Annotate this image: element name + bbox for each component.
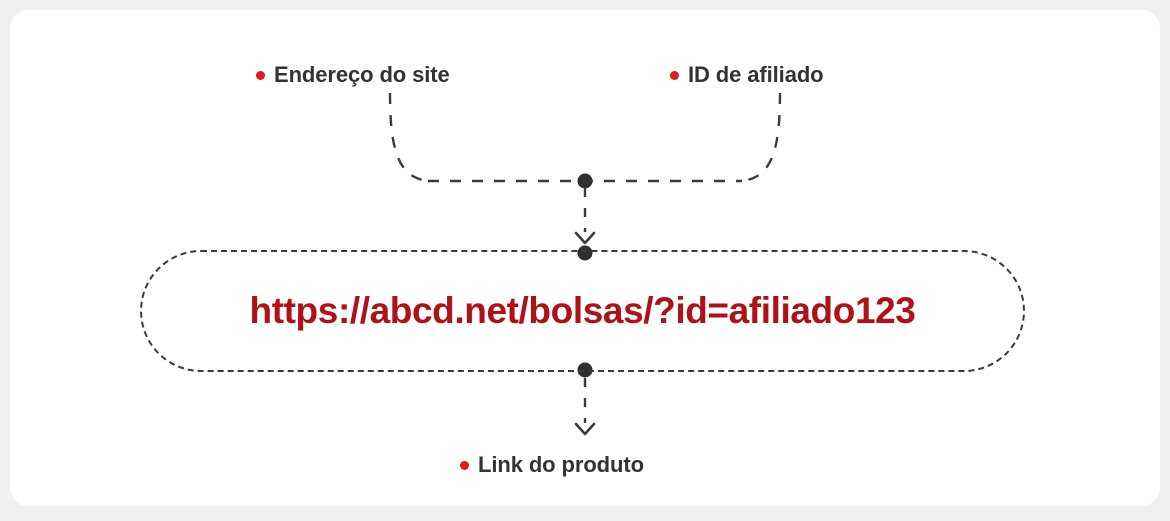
- connector-site-curve: [388, 92, 434, 183]
- arrow-head-to-box: [574, 231, 596, 245]
- label-affiliate-id-text: ID de afiliado: [688, 62, 824, 87]
- label-product-link: Link do produto: [460, 452, 644, 478]
- bullet-icon: [670, 70, 679, 80]
- bullet-icon: [460, 460, 469, 470]
- bullet-icon: [256, 70, 265, 80]
- label-site: Endereço do site: [256, 62, 450, 88]
- url-result-box: https://abcd.net/bolsas/?id=afiliado123: [140, 250, 1025, 372]
- label-affiliate-id: ID de afiliado: [670, 62, 824, 88]
- merge-point-dot: [577, 173, 593, 189]
- label-product-link-text: Link do produto: [478, 452, 644, 477]
- arrow-head-to-product: [574, 422, 596, 436]
- url-text: https://abcd.net/bolsas/?id=afiliado123: [249, 290, 916, 331]
- label-site-text: Endereço do site: [274, 62, 450, 87]
- connector-affiliate-curve: [736, 92, 782, 183]
